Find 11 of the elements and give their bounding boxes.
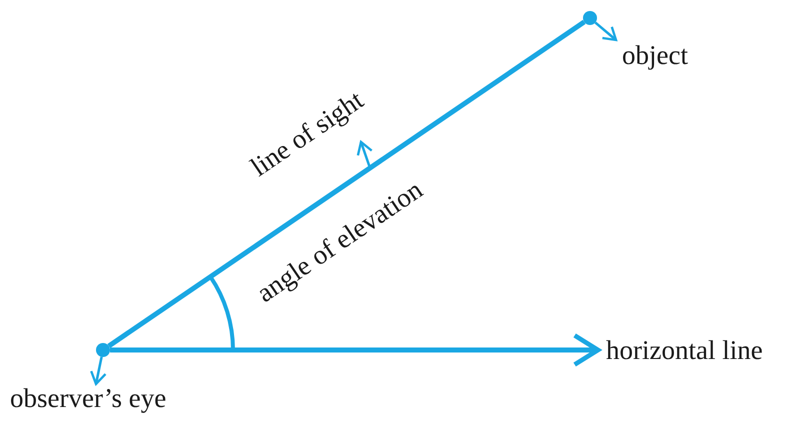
point-dot [583,11,597,25]
leader-arrow [356,140,373,168]
point-dot [96,343,110,357]
point-label: object [622,40,688,70]
arrow [110,333,600,367]
leader-arrow [90,356,107,386]
point-label: observer’s eye [10,383,166,413]
leader-arrow [594,22,618,42]
point-label: horizontal line [606,335,763,365]
line [107,20,586,348]
point-label: line of sight [245,84,369,182]
